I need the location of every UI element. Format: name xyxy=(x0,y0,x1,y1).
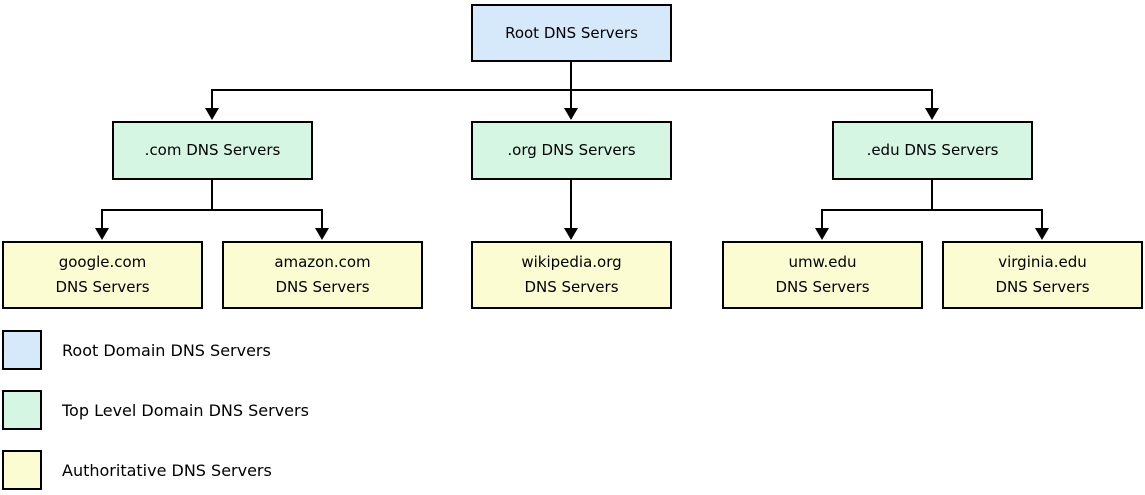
node-virginia-dns-servers: virginia.edu DNS Servers xyxy=(942,241,1143,309)
legend-swatch-top-level-domain xyxy=(2,390,42,430)
node-com-dns-servers: .com DNS Servers xyxy=(112,121,313,180)
node-label-line2: DNS Servers xyxy=(995,278,1090,296)
node-label-line1: wikipedia.org xyxy=(521,253,622,271)
arrowhead-to-org xyxy=(564,108,578,120)
arrowhead-to-wikipedia xyxy=(564,228,578,240)
node-amazon-dns-servers: amazon.com DNS Servers xyxy=(222,241,423,309)
node-label: .edu DNS Servers xyxy=(866,141,999,159)
legend-swatch-authoritative xyxy=(2,450,42,490)
node-label-line2: DNS Servers xyxy=(275,278,370,296)
edge-edu-branch-bar xyxy=(821,209,1043,211)
node-label: Root DNS Servers xyxy=(505,23,638,42)
node-label-line1: amazon.com xyxy=(274,253,371,271)
edge-edu-to-virginia-drop xyxy=(1041,209,1043,228)
legend-swatch-root-domain xyxy=(2,330,42,370)
node-edu-dns-servers: .edu DNS Servers xyxy=(832,121,1033,180)
edge-com-branch-bar xyxy=(101,209,323,211)
edge-root-branch-bar xyxy=(211,89,933,91)
arrowhead-to-virginia xyxy=(1035,228,1049,240)
edge-root-to-edu-drop xyxy=(931,89,933,108)
node-label-line2: DNS Servers xyxy=(775,278,870,296)
legend-label-root-domain: Root Domain DNS Servers xyxy=(62,340,271,360)
node-wikipedia-dns-servers: wikipedia.org DNS Servers xyxy=(471,241,672,309)
node-label-line1: virginia.edu xyxy=(998,253,1087,271)
node-org-dns-servers: .org DNS Servers xyxy=(471,121,672,180)
node-label-line1: google.com xyxy=(58,253,147,271)
arrowhead-to-edu xyxy=(925,108,939,120)
edge-edu-to-umw-drop xyxy=(821,209,823,228)
edge-org-stem xyxy=(570,179,572,228)
arrowhead-to-com xyxy=(205,108,219,120)
node-umw-dns-servers: umw.edu DNS Servers xyxy=(722,241,923,309)
edge-com-to-google-drop xyxy=(101,209,103,228)
arrowhead-to-umw xyxy=(815,228,829,240)
edge-root-stem xyxy=(570,62,572,108)
edge-com-to-amazon-drop xyxy=(321,209,323,228)
node-label-line1: umw.edu xyxy=(788,253,857,271)
arrowhead-to-amazon xyxy=(315,228,329,240)
node-label-line2: DNS Servers xyxy=(524,278,619,296)
node-label: .org DNS Servers xyxy=(507,141,636,159)
edge-com-stem xyxy=(211,179,213,211)
node-google-dns-servers: google.com DNS Servers xyxy=(2,241,203,309)
node-label: .com DNS Servers xyxy=(144,141,281,159)
node-label-line2: DNS Servers xyxy=(55,278,150,296)
legend-label-authoritative: Authoritative DNS Servers xyxy=(62,460,272,480)
edge-root-to-com-drop xyxy=(211,89,213,108)
arrowhead-to-google xyxy=(95,228,109,240)
edge-edu-stem xyxy=(931,179,933,211)
node-root-dns-servers: Root DNS Servers xyxy=(471,4,672,62)
legend-label-top-level-domain: Top Level Domain DNS Servers xyxy=(62,400,309,420)
